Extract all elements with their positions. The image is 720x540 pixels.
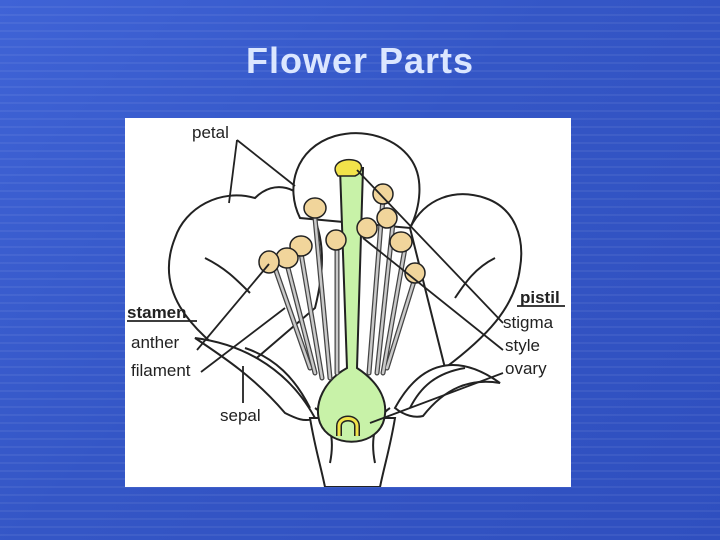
anther-10 (404, 262, 426, 284)
ovule-inner (337, 417, 359, 436)
slide-title: Flower Parts (245, 40, 475, 81)
label-style: style (505, 336, 540, 355)
right-petal (408, 193, 523, 370)
leader-stigma (356, 169, 504, 324)
leader-anther (196, 263, 270, 351)
label-ovary: ovary (505, 359, 547, 378)
label-anther: anther (131, 333, 180, 352)
petal-fold-right (454, 257, 496, 299)
anther-1 (303, 197, 327, 219)
label-filament: filament (131, 361, 191, 380)
label-stamen: stamen (127, 303, 187, 322)
leader-filament (200, 307, 286, 373)
right-sepal-inner (409, 367, 466, 409)
flower-diagram: petal stamen anther filament sepal pisti… (125, 118, 571, 488)
anther-9 (389, 231, 413, 253)
label-stigma: stigma (503, 313, 554, 332)
leader-ovary (369, 372, 504, 424)
leader-petal-2 (228, 139, 238, 204)
anther-4 (258, 250, 280, 274)
petals (167, 132, 523, 370)
leader-lines (127, 139, 565, 424)
leader-style (362, 237, 504, 351)
anther-5 (325, 229, 347, 251)
stigma-shape (334, 158, 363, 177)
leader-petal-1 (236, 139, 296, 187)
pistil (317, 158, 387, 443)
left-petal (167, 186, 323, 370)
left-sepal-inner (244, 347, 311, 409)
petal-fold-left (204, 257, 251, 294)
anther-6 (372, 183, 394, 205)
left-sepal (194, 337, 317, 422)
anther-8 (376, 207, 398, 229)
anthers (258, 183, 426, 284)
label-sepal: sepal (220, 406, 261, 425)
label-pistil: pistil (520, 288, 560, 307)
label-petal: petal (192, 123, 229, 142)
style-and-ovary (317, 167, 387, 443)
flower-svg: petal stamen anther filament sepal pisti… (127, 123, 565, 488)
anther-7 (356, 217, 378, 239)
